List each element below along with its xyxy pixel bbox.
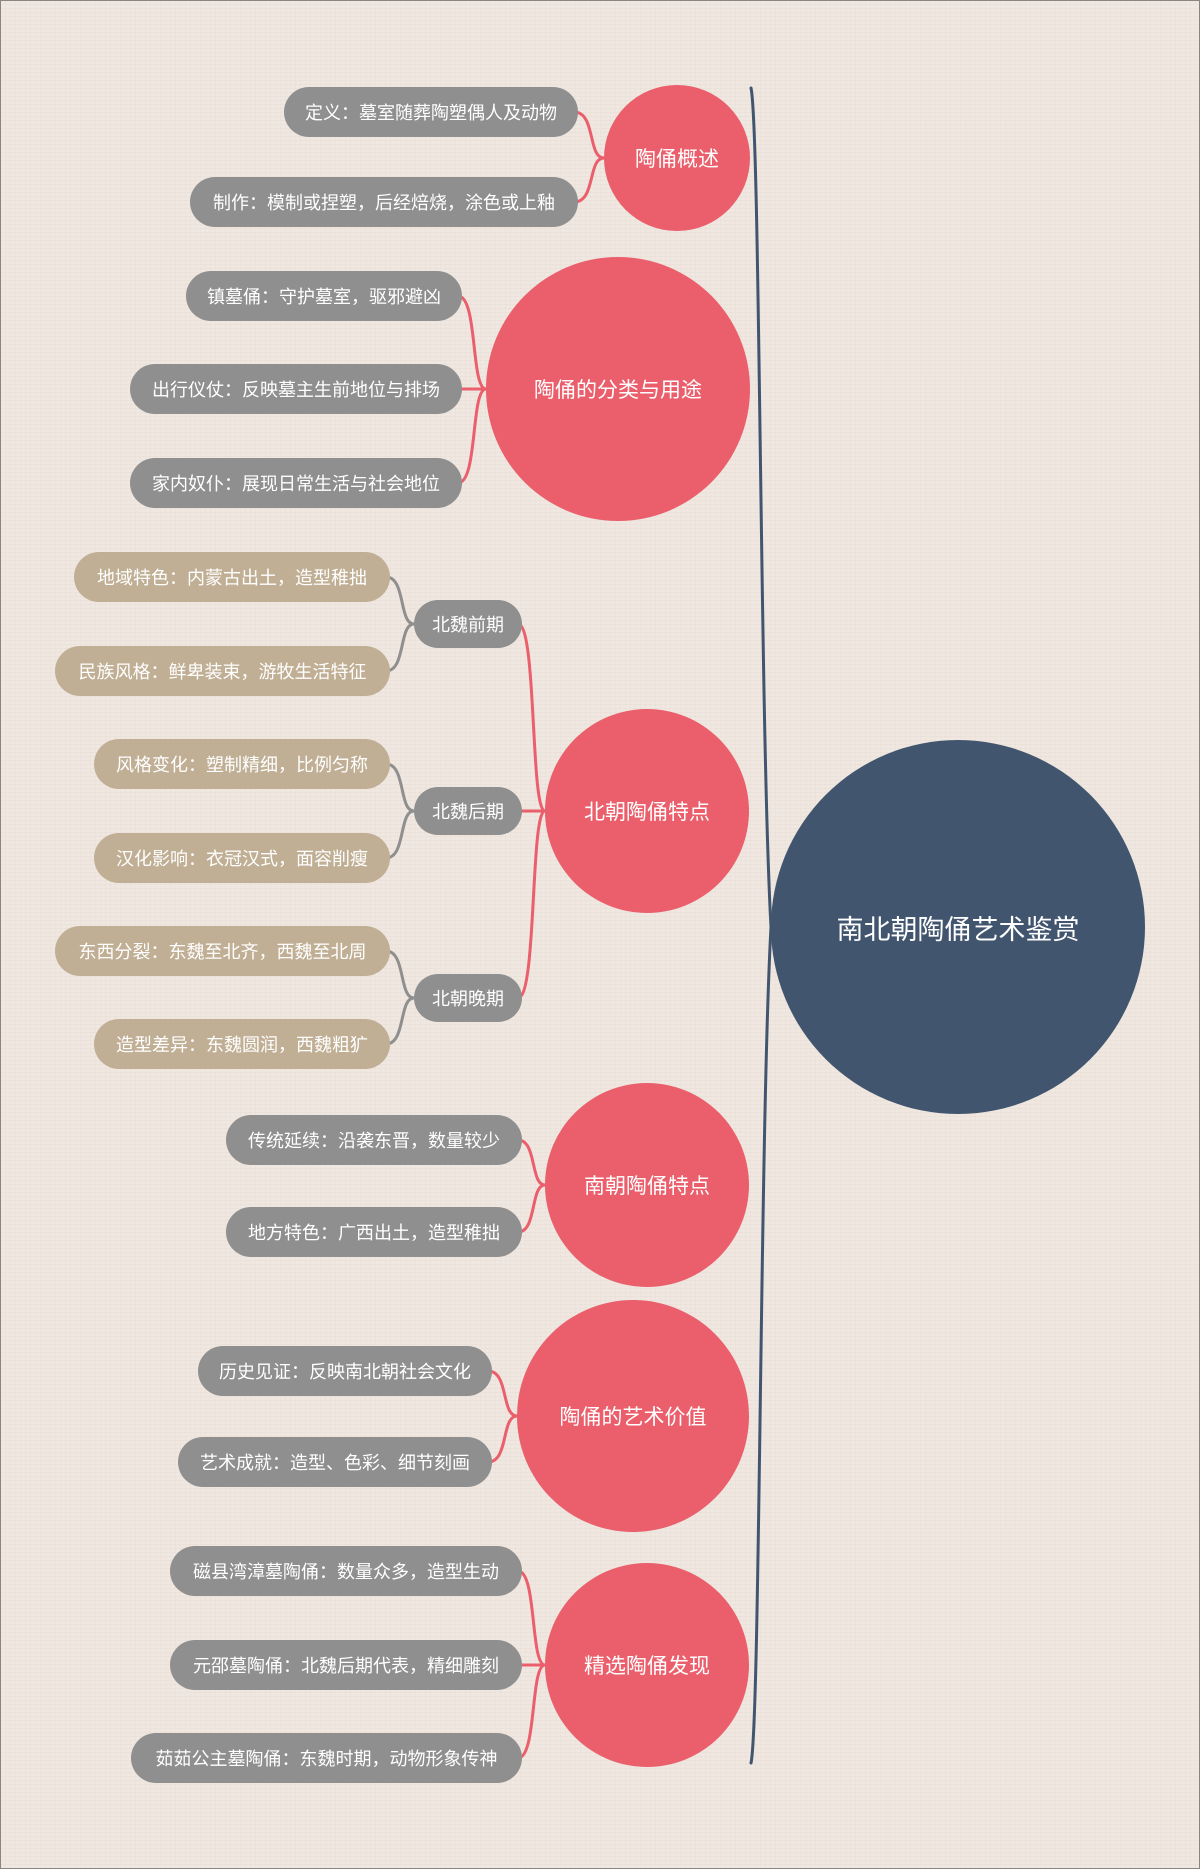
trunk-top <box>749 86 773 929</box>
leaf-local-traits[interactable]: 地方特色：广西出土，造型稚拙 <box>226 1207 522 1257</box>
branch-southern-features[interactable]: 南朝陶俑特点 <box>545 1083 749 1287</box>
sub-early-northern-wei[interactable]: 北魏前期 <box>414 600 522 648</box>
leaf-tradition[interactable]: 传统延续：沿袭东晋，数量较少 <box>226 1115 522 1165</box>
leaf-yuan-shao-tomb[interactable]: 元邵墓陶俑：北魏后期代表，精细雕刻 <box>170 1640 522 1690</box>
link-b2s2-0 <box>384 949 416 1000</box>
leaf-production[interactable]: 制作：模制或捏塑，后经焙烧，涂色或上釉 <box>190 177 578 227</box>
branch-selected-finds[interactable]: 精选陶俑发现 <box>545 1563 749 1767</box>
link-b0-1 <box>572 156 606 204</box>
leaf-artistic-achievement[interactable]: 艺术成就：造型、色彩、细节刻画 <box>178 1437 492 1487</box>
branch-taoyong-overview[interactable]: 陶俑概述 <box>604 85 750 231</box>
leaf-sinicization[interactable]: 汉化影响：衣冠汉式，面容削瘦 <box>94 833 390 883</box>
trunk-bottom <box>749 925 773 1765</box>
link-b3-1 <box>516 1183 547 1234</box>
sub-late-northern-dynasties[interactable]: 北朝晚期 <box>414 974 522 1022</box>
link-b2s1-1 <box>384 809 416 860</box>
leaf-regional-traits[interactable]: 地域特色：内蒙古出土，造型稚拙 <box>74 552 390 602</box>
link-b0-0 <box>572 110 606 160</box>
link-b2-0 <box>516 622 547 813</box>
leaf-style-change[interactable]: 风格变化：塑制精细，比例匀称 <box>94 739 390 789</box>
link-b2s1-0 <box>384 762 416 813</box>
leaf-historical-witness[interactable]: 历史见证：反映南北朝社会文化 <box>198 1346 492 1396</box>
leaf-servants[interactable]: 家内奴仆：展现日常生活与社会地位 <box>130 458 462 508</box>
leaf-tomb-guardian[interactable]: 镇墓俑：守护墓室，驱邪避凶 <box>186 271 462 321</box>
link-b2s2-1 <box>384 996 416 1046</box>
link-b4-0 <box>486 1369 519 1418</box>
link-b2s0-1 <box>384 622 416 673</box>
leaf-definition[interactable]: 定义：墓室随葬陶塑偶人及动物 <box>284 87 578 137</box>
leaf-form-differences[interactable]: 造型差异：东魏圆润，西魏粗犷 <box>94 1019 390 1069</box>
branch-artistic-value[interactable]: 陶俑的艺术价值 <box>517 1300 749 1532</box>
link-b5-2 <box>516 1663 547 1760</box>
branch-northern-features[interactable]: 北朝陶俑特点 <box>545 709 749 913</box>
root-topic[interactable]: 南北朝陶俑艺术鉴赏 <box>771 740 1145 1114</box>
link-b1-0 <box>456 294 488 391</box>
link-b3-0 <box>516 1138 547 1187</box>
link-b2-2 <box>516 809 547 1000</box>
leaf-ethnic-style[interactable]: 民族风格：鲜卑装束，游牧生活特征 <box>55 646 390 696</box>
leaf-east-west-split[interactable]: 东西分裂：东魏至北齐，西魏至北周 <box>55 926 390 976</box>
leaf-princess-ruru-tomb[interactable]: 茹茹公主墓陶俑：东魏时期，动物形象传神 <box>131 1733 522 1783</box>
sub-late-northern-wei[interactable]: 北魏后期 <box>414 787 522 835</box>
branch-classification-uses[interactable]: 陶俑的分类与用途 <box>486 257 750 521</box>
leaf-cixian-wanzhang[interactable]: 磁县湾漳墓陶俑：数量众多，造型生动 <box>170 1546 522 1596</box>
leaf-procession[interactable]: 出行仪仗：反映墓主生前地位与排场 <box>130 364 462 414</box>
link-b4-1 <box>486 1414 519 1464</box>
link-b2s0-0 <box>384 575 416 626</box>
link-b1-2 <box>456 387 488 485</box>
link-b5-0 <box>516 1569 547 1667</box>
